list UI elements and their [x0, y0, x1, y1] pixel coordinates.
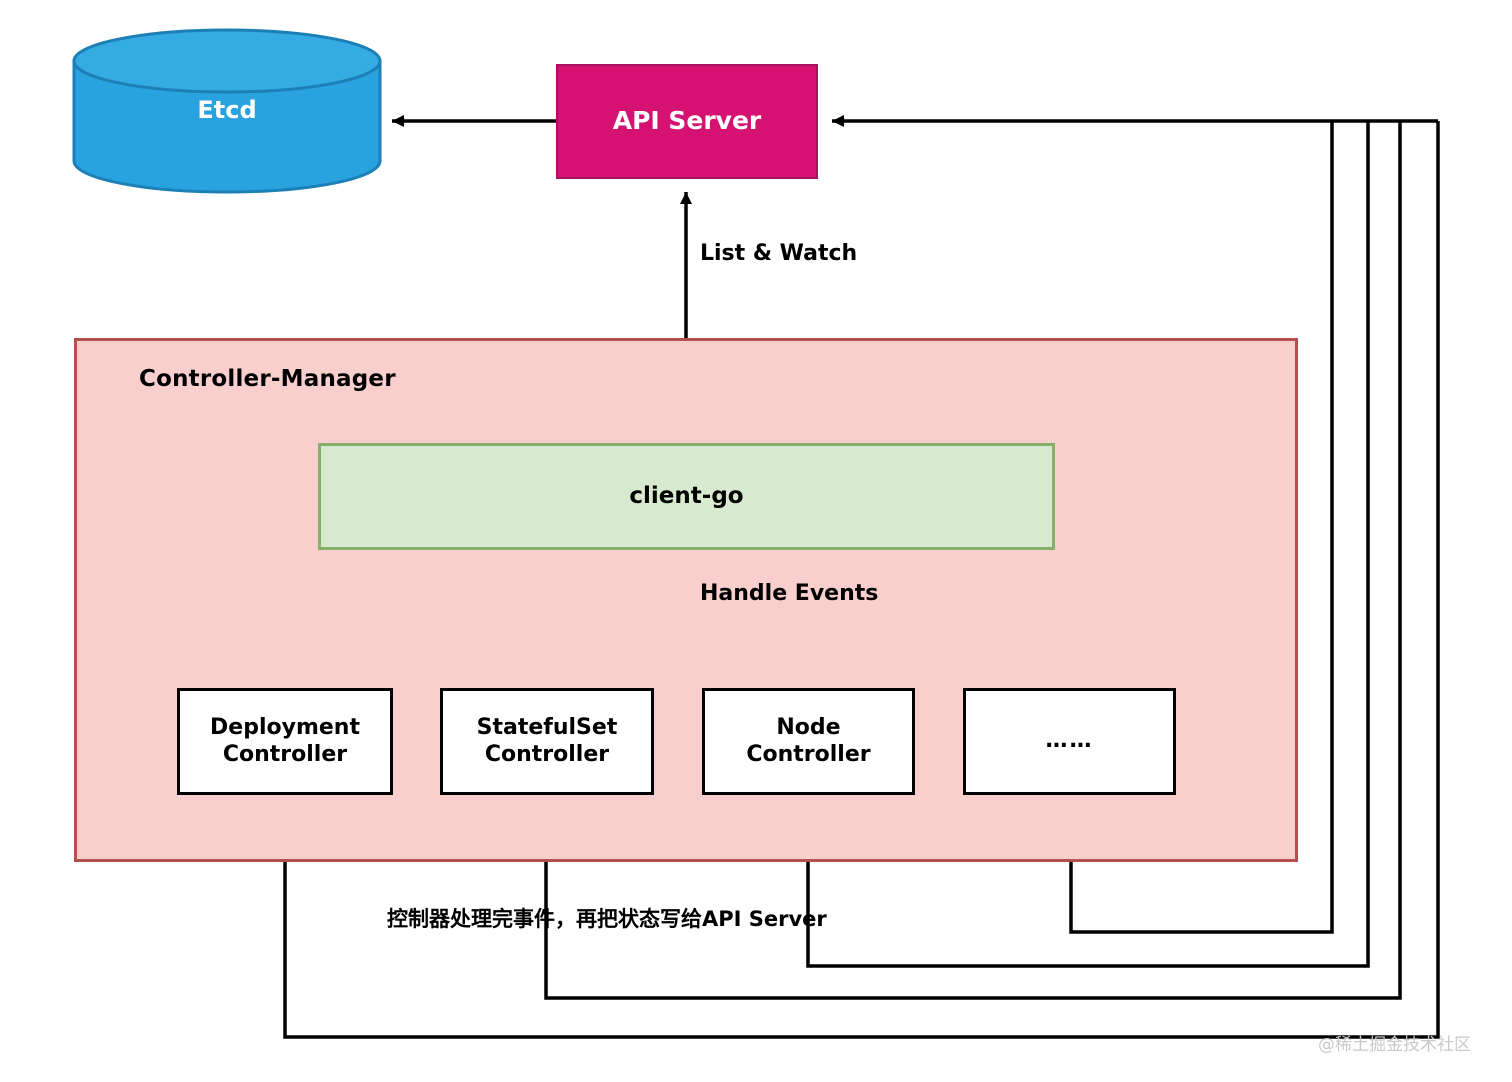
api-server-box [556, 64, 818, 179]
controller-manager-title: Controller-Manager [139, 366, 396, 392]
statefulset-controller-box [440, 688, 654, 795]
ellipsis-controller-box [963, 688, 1176, 795]
watermark: @稀土掘金技术社区 [1318, 1035, 1471, 1055]
etcd-cylinder-shape [72, 28, 382, 194]
client-go-box [318, 443, 1055, 550]
node-controller-box [702, 688, 915, 795]
deployment-controller-box [177, 688, 393, 795]
edge-controllers-to-api [283, 115, 1440, 1039]
